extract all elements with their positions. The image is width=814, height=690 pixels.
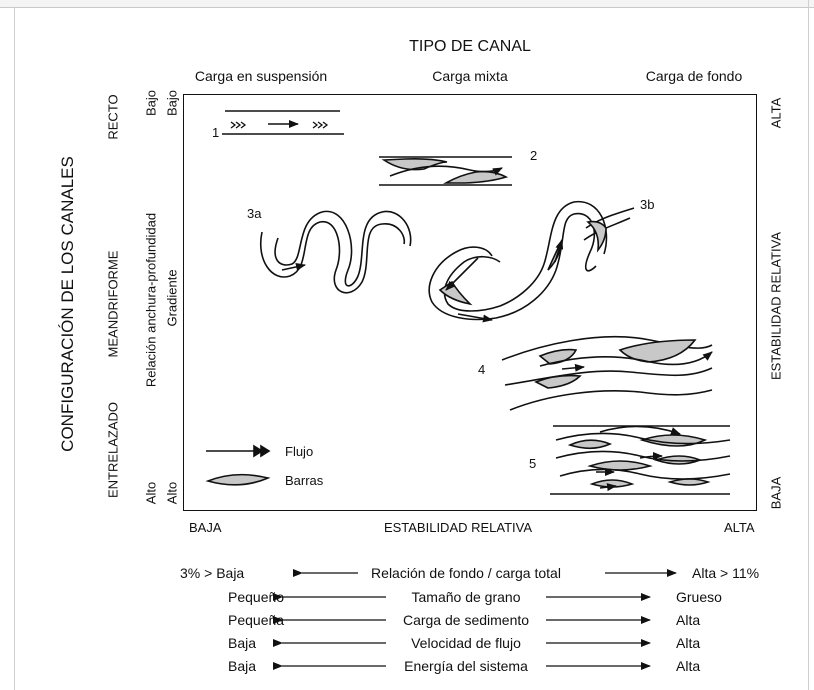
relation-left-value: Pequeña [228, 612, 284, 628]
channel-4-wandering [502, 337, 712, 410]
relation-left-value: Pequeño [228, 589, 284, 605]
relation-right-value: Alta [676, 635, 700, 651]
channel-label-4: 4 [478, 362, 485, 378]
channel-2-low-sinuosity [379, 157, 512, 185]
channel-label-1: 1 [212, 125, 219, 141]
relation-label: Tamaño de grano [412, 589, 521, 605]
relation-label: Velocidad de flujo [411, 635, 521, 651]
legend-flow-label: Flujo [285, 444, 313, 460]
channel-label-3b: 3b [640, 197, 654, 213]
channel-5-braided [550, 426, 730, 494]
relation-right-value: Grueso [676, 589, 722, 605]
channel-label-3a: 3a [247, 206, 261, 222]
relation-right-value: Alta [676, 658, 700, 674]
relation-left-value: Baja [228, 658, 256, 674]
relation-left-value: 3% > Baja [180, 565, 244, 581]
channel-3a-meander [261, 211, 411, 292]
relation-label: Energía del sistema [404, 658, 528, 674]
relation-right-value: Alta > 11% [692, 565, 759, 581]
channel-label-2: 2 [530, 148, 537, 164]
channel-label-5: 5 [529, 456, 536, 472]
relation-right-value: Alta [676, 612, 700, 628]
legend-bars-label: Barras [285, 473, 323, 489]
channel-3b-meander [429, 202, 634, 320]
relation-left-value: Baja [228, 635, 256, 651]
channel-1-straight [222, 111, 344, 134]
legend-symbols [206, 446, 269, 485]
relation-label: Carga de sedimento [403, 612, 529, 628]
relation-label: Relación de fondo / carga total [371, 565, 561, 581]
